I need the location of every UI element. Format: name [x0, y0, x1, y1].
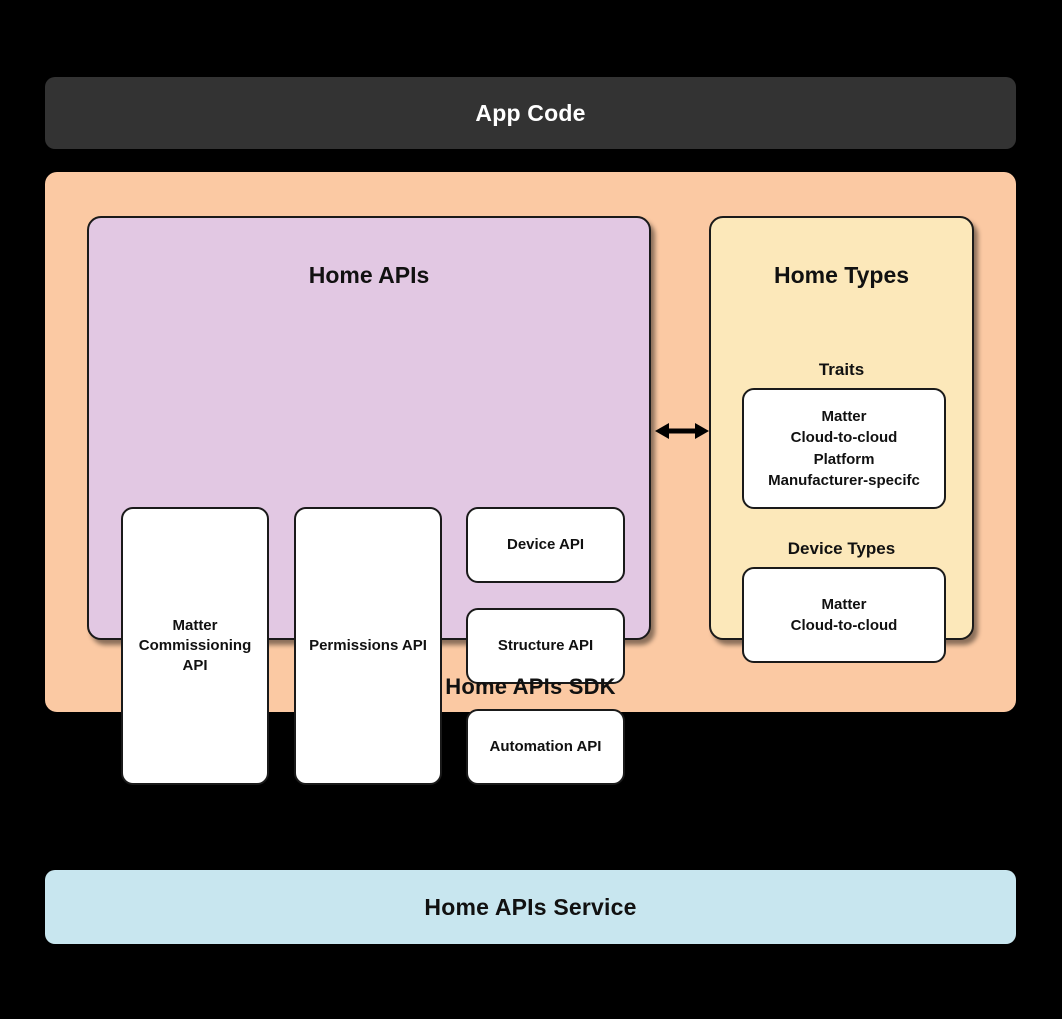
matter-commissioning-api-box: Matter Commissioning API: [121, 507, 269, 785]
structure-api-box: Structure API: [466, 608, 625, 684]
home-apis-service-label: Home APIs Service: [424, 893, 637, 920]
home-types-title: Home Types: [773, 262, 910, 288]
traits-list: Matter Cloud-to-cloud Platform Manufactu…: [768, 407, 920, 489]
home-apis-sdk-container: Home APIs Matter Commissioning API Permi…: [45, 172, 1016, 785]
home-apis-panel: Home APIs Matter Commissioning API Permi…: [87, 216, 651, 785]
home-types-panel: Home Types Traits Matter Cloud-to-cloud …: [709, 216, 974, 663]
device-api-box: Device API: [466, 507, 625, 583]
home-apis-sdk-label: Home APIs SDK: [445, 674, 616, 699]
permissions-api-box: Permissions API: [294, 507, 442, 785]
traits-section-title: Traits: [818, 360, 865, 379]
app-code-label: App Code: [475, 99, 586, 126]
home-apis-service-block: Home APIs Service: [45, 870, 1016, 944]
device-types-list-box: Matter Cloud-to-cloud: [742, 567, 946, 663]
app-code-block: App Code: [45, 77, 1016, 149]
device-types-section-title: Device Types: [787, 539, 896, 558]
bidirectional-arrow-icon: [655, 419, 709, 443]
device-types-list: Matter Cloud-to-cloud: [790, 595, 898, 634]
automation-api-box: Automation API: [466, 709, 625, 785]
home-apis-title: Home APIs: [308, 262, 430, 288]
traits-list-box: Matter Cloud-to-cloud Platform Manufactu…: [742, 388, 946, 509]
